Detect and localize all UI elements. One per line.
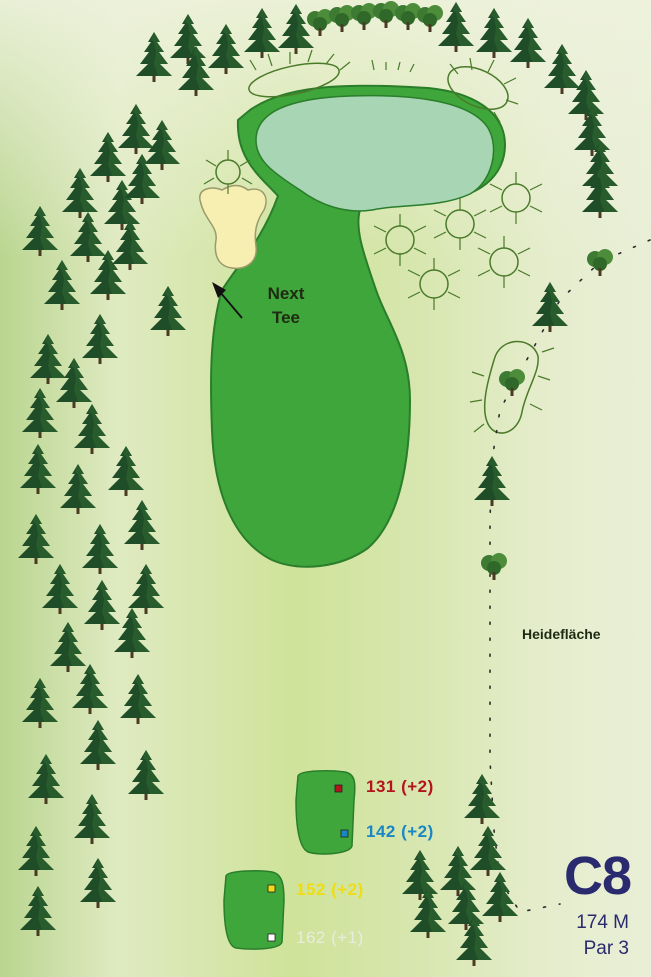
fairway — [210, 84, 507, 568]
bunker — [199, 184, 267, 270]
tee-box-front — [295, 770, 356, 855]
tee-distance-red: 131 (+2) — [366, 777, 434, 796]
next-tee-label: Next Tee — [243, 282, 329, 330]
tee-distance-yellow: 152 (+2) — [296, 880, 364, 899]
next-tee-arrow — [212, 282, 243, 319]
tee-distance-white: 162 (+1) — [296, 928, 364, 947]
heath-mounds — [215, 62, 539, 434]
tee-marker-white — [267, 933, 276, 942]
tee-marker-yellow — [267, 884, 276, 893]
hole-distance: 174 M — [576, 912, 629, 933]
water-hazard — [255, 94, 495, 212]
area-label: Heidefläche — [522, 626, 601, 642]
tee-marker-red — [334, 784, 343, 793]
hole-number: C8 — [563, 846, 632, 906]
tee-distance-blue: 142 (+2) — [366, 822, 434, 841]
hole-par: Par 3 — [583, 938, 629, 959]
tee-marker-blue — [340, 829, 349, 838]
rough-spikes — [203, 49, 555, 433]
next-tee-text: Next Tee — [267, 284, 305, 327]
